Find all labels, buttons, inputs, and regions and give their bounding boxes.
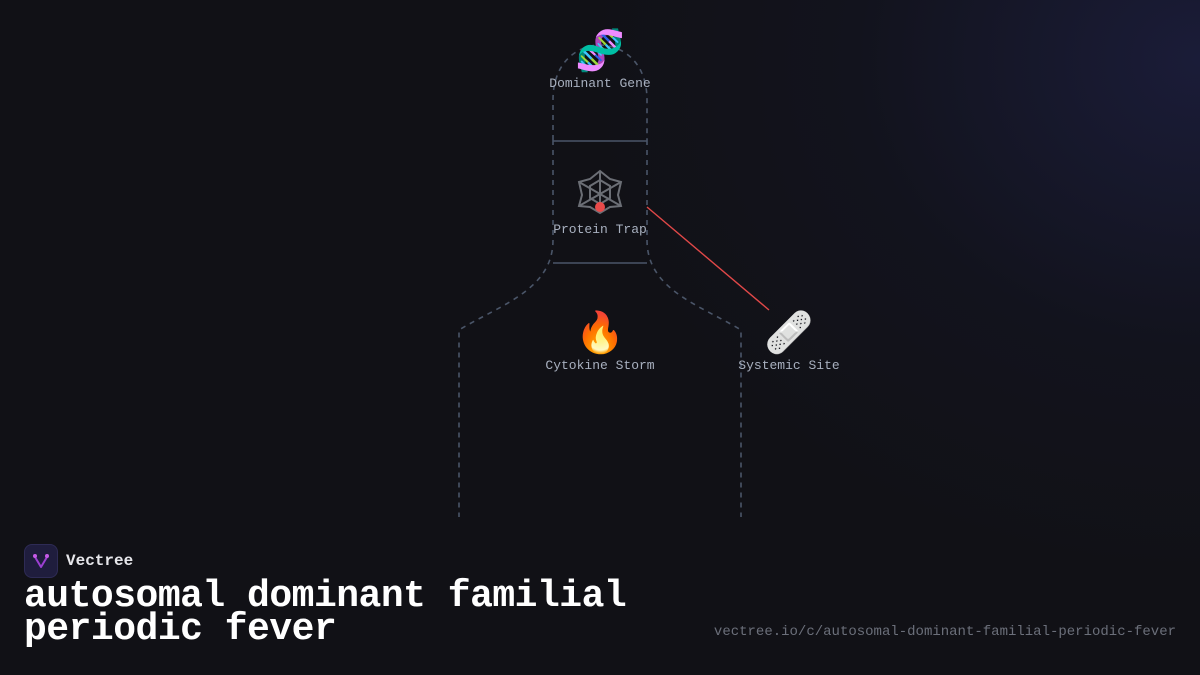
node-protein-trap[interactable]: Protein Trap <box>553 220 647 237</box>
page-title: autosomal dominant familial periodic fev… <box>24 575 627 651</box>
link-protein-trap-to-systemic-site <box>646 206 770 311</box>
node-systemic-site[interactable]: 🩹 Systemic Site <box>738 310 839 373</box>
node-label: Dominant Gene <box>549 76 651 91</box>
node-cytokine-storm[interactable]: 🔥 Cytokine Storm <box>545 310 654 373</box>
node-label: Cytokine Storm <box>545 358 655 373</box>
page-url[interactable]: vectree.io/c/autosomal-dominant-familial… <box>713 624 1176 640</box>
flask-outline-left <box>458 140 554 517</box>
vectree-logo-icon <box>24 544 58 578</box>
dna-icon: 🧬 <box>575 28 625 74</box>
brand: Vectree <box>24 544 133 578</box>
flask-outline <box>552 44 648 140</box>
node-label: Protein Trap <box>553 222 647 237</box>
spider-web-icon <box>577 169 623 215</box>
flask-outline-right <box>646 140 742 517</box>
fire-icon: 🔥 <box>575 310 625 356</box>
brand-name: Vectree <box>66 552 134 570</box>
node-label: Systemic Site <box>738 358 840 373</box>
node-dominant-gene[interactable]: 🧬 Dominant Gene <box>549 28 650 91</box>
bandage-icon: 🩹 <box>764 310 814 356</box>
